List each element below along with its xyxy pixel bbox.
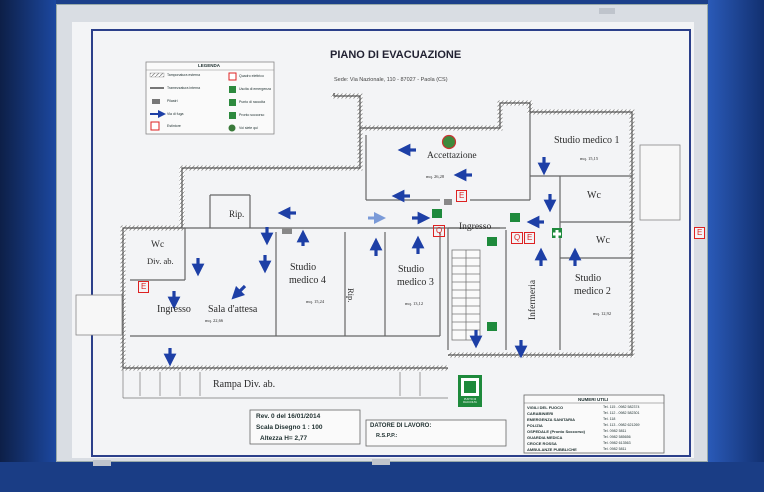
internal-walls [130, 112, 632, 350]
room-ingresso-center: Ingresso [459, 222, 492, 232]
clip-center [372, 459, 390, 465]
legend-label: Via di fuga [167, 112, 184, 116]
number-row-name: POLIZIA [527, 423, 543, 428]
number-row-value: Tel. 118 [603, 417, 616, 421]
height-text: Altezza H= 2,77 [260, 435, 308, 442]
room-area: mq. 13,12 [405, 301, 424, 306]
employer-box [365, 419, 507, 447]
scale-text: Scala Disegno 1 : 100 [256, 424, 323, 431]
wall-left [0, 0, 56, 492]
room-studio-3-line2: medico 3 [397, 277, 434, 288]
wall-bottom [0, 462, 764, 492]
number-row-value: Tel. 0982 613563 [603, 441, 631, 445]
room-studio-2-line2: medico 2 [574, 286, 611, 297]
sheet-border [91, 29, 691, 457]
number-row-value: Tel. 0982 5811 [603, 429, 627, 433]
legend-label: Voi siete qui [239, 126, 258, 130]
number-row-value: Tel. 0982 5811 [603, 447, 627, 451]
meeting-point-label: PUNTO DI RACCOLTA [463, 398, 477, 404]
room-accettazione: Accettazione [427, 151, 477, 161]
legend-heading: LEGENDA [198, 63, 221, 68]
legend-box [145, 61, 275, 135]
room-studio-medico-1: Studio medico 1 [554, 135, 620, 146]
legend-label: Estintore [167, 124, 181, 128]
legend-label: Pilastri [167, 99, 178, 103]
room-wc-left: Wc [151, 240, 165, 250]
number-row-name: OSPEDALE (Pronto Soccorso) [527, 429, 586, 434]
room-area: mq. 12,92 [593, 311, 612, 316]
electrical-panel-sign: Q [433, 225, 446, 237]
pilaster [282, 228, 292, 234]
legend-label: Tamponatura esterna [167, 73, 201, 77]
extinguisher-sign: E [524, 232, 536, 244]
annex-left [75, 294, 123, 336]
room-wc-right-2: Wc [596, 235, 610, 246]
number-row-value: Tel. 115 - 0982 582374 [603, 405, 640, 409]
extinguisher-sign: E [138, 281, 150, 293]
room-area: mq. 26,28 [426, 174, 445, 179]
number-row-value: Tel. 112 - 0982 582301 [603, 411, 640, 415]
number-row-name: AMBULANZE PUBBLICHE [527, 447, 577, 452]
meeting-point-sign [458, 375, 482, 407]
room-ingresso-left: Ingresso [157, 304, 191, 315]
number-row-name: CROCE ROSSA [527, 441, 557, 446]
legend-label: Pronto soccorso [239, 113, 265, 117]
address: Sede: Via Nazionale, 110 - 87027 - Paola… [334, 77, 448, 83]
legend-label: Punto di raccolta [239, 100, 266, 104]
ramp [122, 368, 448, 399]
room-area: mq. 22,66 [205, 318, 224, 323]
ramp-label: Rampa Div. ab. [213, 379, 276, 390]
clip-left [93, 460, 111, 466]
extinguisher-sign: E [694, 227, 706, 239]
legend-label: Quadro elettrico [239, 74, 264, 78]
legend-label: Uscita di emergenza [239, 87, 271, 91]
legend-label: Tramezzatura interna [167, 86, 201, 90]
room-studio-4-line1: Studio [290, 262, 317, 273]
employer-label: DATORE DI LAVORO: [370, 423, 432, 429]
wall-right [708, 0, 764, 492]
numbers-heading: NUMERI UTILI [578, 397, 609, 402]
room-studio-4-line2: medico 4 [289, 275, 326, 286]
room-infermeria: Infermeria [528, 279, 538, 320]
number-row-name: CARABINIERI [527, 411, 554, 416]
pilaster-2 [444, 199, 452, 205]
number-row-name: GUARDIA MEDICA [527, 435, 563, 440]
plan-title: PIANO DI EVACUAZIONE [330, 49, 462, 61]
room-studio-2-line1: Studio [575, 273, 602, 284]
emergency-exit-signs [432, 209, 562, 331]
annex-right [639, 144, 681, 221]
staircase [451, 249, 481, 341]
extinguisher-sign: E [456, 190, 468, 202]
escape-route-arrows [163, 143, 582, 367]
room-sala-attesa: Sala d'attesa [208, 304, 258, 315]
number-row-name: EMERGENZA SANITARIA [527, 417, 575, 422]
clip-top [599, 8, 615, 14]
number-row-value: Tel. 0982 585656 [603, 435, 631, 439]
revision-text: Rev. 0 del 16/01/2014 [256, 413, 321, 420]
room-wc-right-1: Wc [587, 190, 601, 201]
you-are-here-marker [441, 134, 457, 150]
electrical-panel-sign: Q [511, 232, 524, 244]
rspp-label: R.S.P.P.: [376, 433, 398, 439]
room-area: mq. 15,15 [580, 156, 599, 161]
room-rip-1: Rip. [229, 209, 245, 219]
room-area: mq. 15,24 [306, 299, 325, 304]
numbers-box [523, 394, 665, 454]
room-div-ab: Div. ab. [147, 256, 174, 266]
revision-box [249, 409, 361, 445]
number-row-name: VIGILI DEL FUOCO [527, 405, 564, 410]
room-rip-2: Rip. [346, 288, 356, 303]
room-studio-3-line1: Studio [398, 264, 425, 275]
number-row-value: Tel. 113 - 0982 621269 [603, 423, 640, 427]
